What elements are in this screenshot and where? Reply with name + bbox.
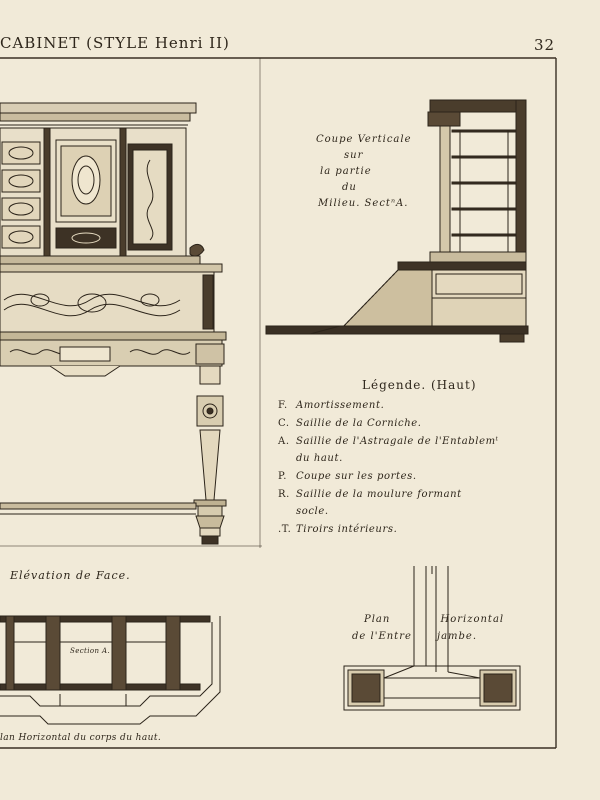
elevation-drawing bbox=[0, 58, 262, 548]
legend-item: C. Saillie de la Corniche. bbox=[278, 418, 422, 429]
vertical-section-drawing bbox=[265, 99, 529, 343]
legend-title: Légende. (Haut) bbox=[362, 378, 477, 392]
plan-entrejambe-caption-line: de l'Entre jambe. bbox=[352, 631, 478, 642]
section-caption-line: du bbox=[342, 182, 357, 193]
legend-text: socle. bbox=[296, 506, 329, 517]
legend-item: P. Coupe sur les portes. bbox=[278, 471, 417, 482]
plan-haut-drawing bbox=[0, 615, 221, 725]
legend-item: A. Saillie de l'Astragale de l'Entablemᵗ bbox=[278, 436, 499, 447]
legend-text: Tiroirs intérieurs. bbox=[296, 524, 398, 535]
plan-entrejambe-drawing bbox=[343, 566, 521, 711]
page-number: 32 bbox=[534, 36, 556, 54]
legend-text: Amortissement. bbox=[296, 400, 385, 411]
legend-item: .T. Tiroirs intérieurs. bbox=[278, 524, 397, 535]
plan-entrejambe-caption-line: Plan Horizontal bbox=[364, 614, 505, 625]
legend-item: du haut. bbox=[278, 453, 343, 464]
plan-section-label: Section A. bbox=[70, 647, 111, 655]
plate-border bbox=[0, 57, 557, 749]
legend-text: Saillie de l'Astragale de l'Entablemᵗ bbox=[296, 436, 499, 447]
legend-key: A. bbox=[278, 436, 290, 447]
legend-text: Saillie de la Corniche. bbox=[296, 418, 422, 429]
legend-text: Saillie de la moulure formant bbox=[296, 489, 462, 500]
section-caption-line: la partie bbox=[320, 166, 372, 177]
legend-key: R. bbox=[278, 489, 290, 500]
section-caption-line: sur bbox=[344, 150, 364, 161]
legend-item: F. Amortissement. bbox=[278, 400, 384, 411]
plan-haut-caption: lan Horizontal du corps du haut. bbox=[0, 733, 162, 743]
plate-title: CABINET (STYLE Henri II) bbox=[0, 34, 230, 52]
section-caption-line: Milieu. SectⁿA. bbox=[318, 198, 409, 209]
legend-item: R. Saillie de la moulure formant bbox=[278, 489, 462, 500]
legend-key: .T. bbox=[278, 524, 292, 535]
elevation-caption: Elévation de Face. bbox=[10, 569, 131, 582]
legend-key: P. bbox=[278, 471, 288, 482]
legend-key: F. bbox=[278, 400, 288, 411]
legend-key: C. bbox=[278, 418, 290, 429]
section-caption-line: Coupe Verticale bbox=[316, 134, 412, 145]
legend-text: du haut. bbox=[296, 453, 343, 464]
legend-text: Coupe sur les portes. bbox=[296, 471, 417, 482]
legend-item: socle. bbox=[278, 506, 329, 517]
